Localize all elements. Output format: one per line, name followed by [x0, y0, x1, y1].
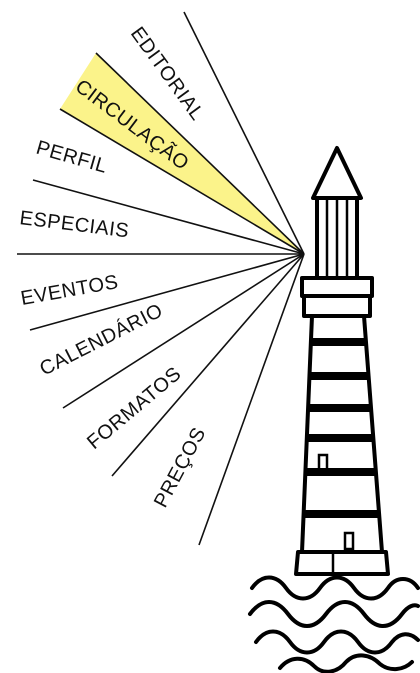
menu-item-precos[interactable]: PREÇOS: [150, 424, 210, 512]
menu-item-perfil[interactable]: PERFIL: [34, 137, 110, 178]
menu-item-especiais-label: ESPECIAIS: [18, 207, 130, 242]
menu-item-especiais[interactable]: ESPECIAIS: [18, 207, 130, 242]
menu-item-eventos[interactable]: EVENTOS: [19, 271, 120, 310]
menu-item-precos-label: PREÇOS: [150, 424, 210, 512]
ray-formatos: [112, 254, 304, 476]
menu-item-eventos-label: EVENTOS: [19, 271, 120, 310]
ray-precos: [199, 254, 304, 545]
menu-item-perfil-label: PERFIL: [34, 137, 110, 178]
